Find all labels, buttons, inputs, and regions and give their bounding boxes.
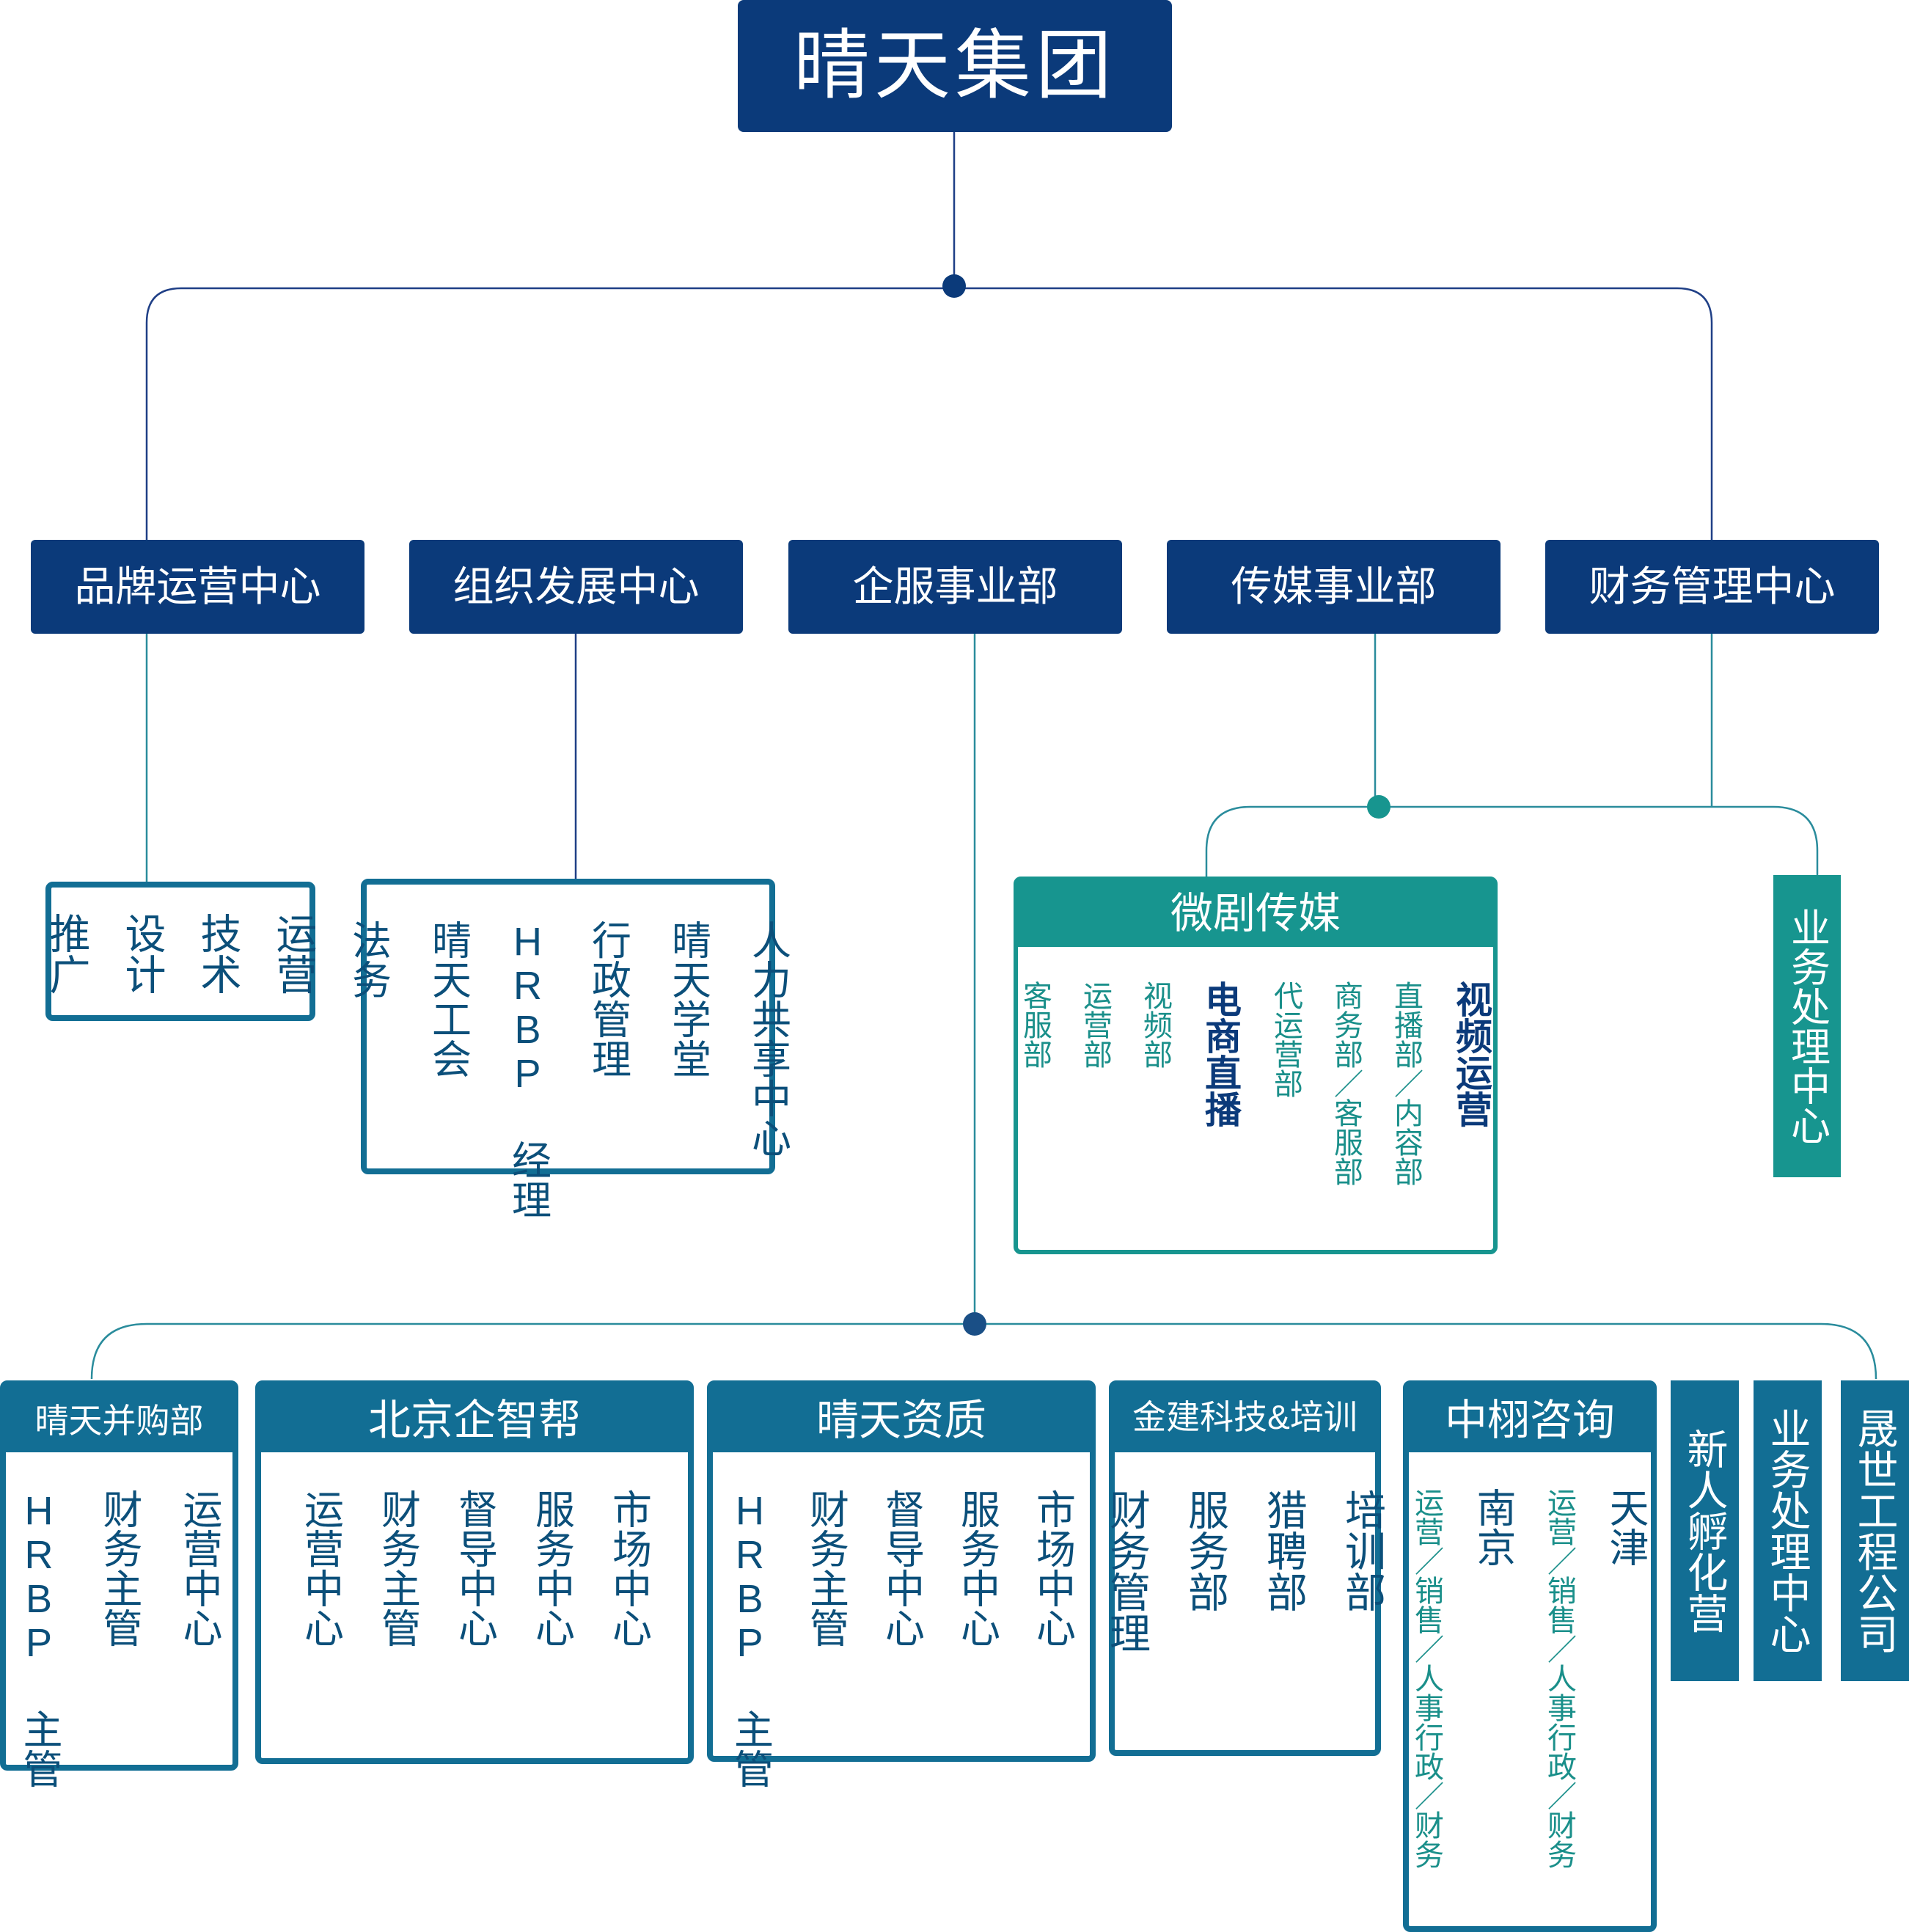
unit-label: 运营中心	[177, 1489, 221, 1647]
unit-label: 运营	[271, 912, 317, 995]
card-title: 晴天资质	[713, 1386, 1090, 1452]
unit-label: 猎聘部	[1261, 1489, 1308, 1612]
unit-label: 设计	[120, 912, 166, 995]
unit-label: 财务主管	[375, 1489, 419, 1647]
unit-label: 运营／销售／人事行政／财务	[1543, 1488, 1575, 1869]
region-label: 天津	[1603, 1488, 1647, 1567]
subsidiary-mna[interactable]: 晴天并购部 运营中心 财务主管 HRBP 主管	[0, 1380, 238, 1788]
node-label: 业务处理中心	[1784, 907, 1829, 1145]
unit-label: 客服部	[1019, 981, 1051, 1069]
subsidiary-incubator[interactable]: 新人孵化营	[1671, 1380, 1739, 1681]
unit-label: 代运营部	[1269, 981, 1302, 1098]
unit-label: HRBP 经理	[505, 920, 550, 1219]
card-title: 微剧传媒	[1018, 881, 1493, 947]
dept-finance[interactable]: 财务管理中心	[1545, 540, 1879, 634]
junction-dot	[963, 1312, 986, 1336]
unit-label: 行政管理	[585, 920, 630, 1078]
unit-label: 直播部／内容部	[1390, 981, 1422, 1186]
unit-label: 市场中心	[606, 1489, 651, 1647]
unit-label: 运营／销售／人事行政／财务	[1410, 1488, 1443, 1869]
brand-units-card: 运营 技术 设计 推广	[44, 882, 317, 1021]
unit-label: HRBP 主管	[17, 1489, 61, 1788]
card-title: 金建科技&培训	[1115, 1386, 1375, 1452]
subsidiary-beijing[interactable]: 北京企智帮 市场中心 服务中心 督导中心 财务主管 运营中心	[255, 1380, 694, 1764]
unit-label: 运营部	[1079, 981, 1111, 1069]
unit-label: 服务中心	[529, 1489, 574, 1647]
unit-label: 服务中心	[954, 1489, 999, 1647]
finance-biz-center[interactable]: 业务处理中心	[1773, 875, 1841, 1177]
node-label: 业务处理中心	[1765, 1408, 1811, 1654]
card-title: 中栩咨询	[1409, 1386, 1651, 1452]
junction-dot	[942, 274, 966, 298]
dept-media[interactable]: 传媒事业部	[1167, 540, 1501, 634]
junction-dot	[1367, 795, 1390, 819]
unit-label: 培训部	[1339, 1489, 1386, 1612]
unit-label: 晴天学堂	[665, 920, 710, 1078]
unit-label: 财务主管	[97, 1489, 141, 1647]
subsidiary-zhongxu[interactable]: 中栩咨询 天津 运营／销售／人事行政／财务 南京 运营／销售／人事行政／财务	[1403, 1380, 1657, 1932]
node-label: 新人孵化营	[1682, 1428, 1728, 1633]
subsidiary-engineering[interactable]: 晟世工程公司	[1841, 1380, 1909, 1681]
dept-org[interactable]: 组织发展中心	[409, 540, 743, 634]
subsidiary-biz-center[interactable]: 业务处理中心	[1754, 1380, 1822, 1681]
root-node[interactable]: 晴天集团	[738, 0, 1172, 132]
unit-label: 督导中心	[879, 1489, 923, 1647]
unit-label: 人力共享中心	[745, 920, 790, 1157]
dept-enterprise[interactable]: 企服事业部	[788, 540, 1122, 634]
unit-label: 市场中心	[1030, 1489, 1074, 1647]
card-title: 北京企智帮	[261, 1386, 688, 1452]
unit-label: 运营中心	[298, 1489, 342, 1647]
unit-label: 晴天工会	[425, 920, 470, 1078]
unit-label: 财务管理	[1104, 1489, 1151, 1653]
unit-label: 电商直播	[1200, 981, 1241, 1127]
subsidiary-qualification[interactable]: 晴天资质 市场中心 服务中心 督导中心 财务主管 HRBP 主管	[707, 1380, 1096, 1788]
dept-brand[interactable]: 品牌运营中心	[31, 540, 364, 634]
unit-label: 推广	[44, 912, 90, 995]
org-units-card: 人力共享中心 晴天学堂 行政管理 HRBP 经理 晴天工会 法务	[346, 879, 790, 1219]
unit-label: 视频部	[1139, 981, 1171, 1069]
unit-label: 法务	[345, 920, 390, 999]
unit-label: HRBP 主管	[728, 1489, 772, 1788]
unit-label: 财务主管	[803, 1489, 848, 1647]
unit-label: 技术	[195, 912, 241, 995]
card-title: 晴天并购部	[6, 1386, 232, 1452]
weiju-media-card[interactable]: 微剧传媒 视频运营 直播部／内容部 商务部／客服部 代运营部 电商直播 视频部 …	[1014, 877, 1498, 1254]
region-label: 南京	[1470, 1488, 1514, 1567]
unit-label: 商务部／客服部	[1330, 981, 1362, 1186]
unit-label: 视频运营	[1451, 981, 1492, 1127]
unit-label: 督导中心	[452, 1489, 497, 1647]
node-label: 晟世工程公司	[1852, 1408, 1898, 1654]
subsidiary-jinjian[interactable]: 金建科技&培训 培训部 猎聘部 服务部 财务管理	[1104, 1380, 1386, 1756]
unit-label: 服务部	[1182, 1489, 1229, 1612]
